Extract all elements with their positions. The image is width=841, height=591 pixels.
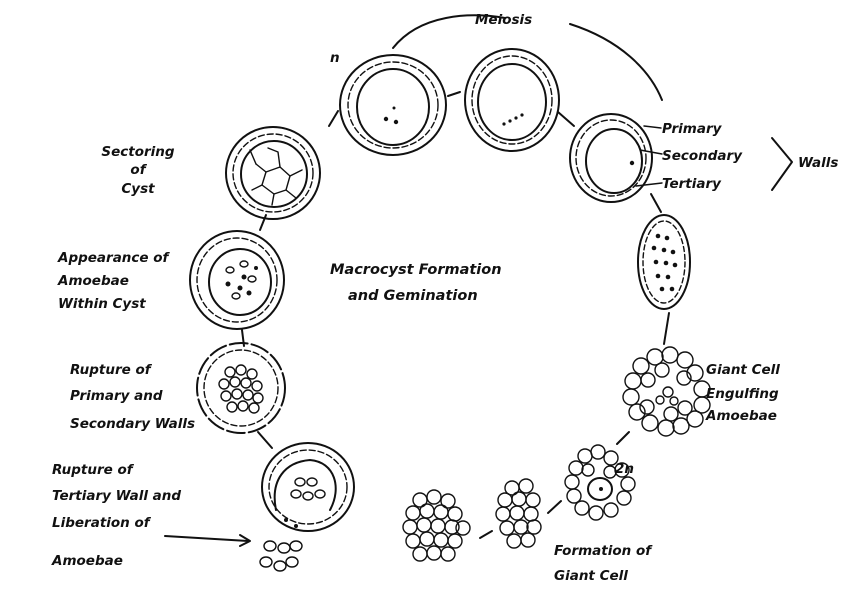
walls-label: Walls [798,155,838,171]
sectoring-label-2: of [130,162,147,178]
cell-haploid [340,55,446,155]
cells [190,49,710,571]
cell-walls [570,114,652,202]
liberated-amoebae [260,541,302,571]
walls-bracket [772,138,792,190]
rupture-walls-label-1: Rupture of [70,362,153,378]
cell-diploid-giant [565,445,635,520]
cell-appearance [190,231,284,329]
connector-11 [258,432,272,448]
connector-3 [651,194,661,212]
diploid-label: 2n [615,461,634,477]
liberation-arrow-line [165,536,248,541]
giant-cell-label-3: Amoebae [705,408,777,424]
connector-5 [617,432,629,444]
tertiary-wall-label: Tertiary [662,176,722,192]
rupture-walls-label-3: Secondary Walls [70,416,195,432]
primary-wall-label: Primary [662,121,723,137]
meiosis-label: Meiosis [475,12,532,28]
center-title-line-1: Macrocyst Formation [330,262,502,278]
haploid-label: n [330,50,340,66]
giant-cell-label-1: Giant Cell [706,362,780,378]
secondary-wall-label: Secondary [662,148,743,164]
connector-6 [548,501,561,513]
cell-amoebae-cluster [403,490,470,561]
rupture-tertiary-label-4: Amoebae [51,553,123,569]
meiosis-arc-right [570,24,662,100]
cell-rupture-tertiary [262,443,354,531]
cell-giant-engulfing [623,347,710,436]
cell-sectoring [226,127,320,219]
rupture-tertiary-label-3: Liberation of [52,515,152,531]
connector-8 [329,111,338,126]
cell-rupture-walls [197,343,285,433]
tertiary-leader [636,183,662,186]
giant-cell-label-2: Engulfing [706,386,779,402]
appearance-label-2: Amoebae [57,273,129,289]
connector-2 [558,112,574,126]
connector-1 [448,92,460,96]
cell-aggregate [496,479,541,548]
cell-dotted-oval [638,215,690,309]
rupture-tertiary-label-1: Rupture of [52,462,135,478]
connector-7 [480,531,492,538]
formation-label-1: Formation of [554,543,653,559]
formation-label-2: Giant Cell [554,568,628,584]
sectoring-label-1: Sectoring [101,144,175,160]
sectoring-label-3: Cyst [121,181,155,197]
primary-leader [644,126,661,128]
cell-meiosis [465,49,559,151]
rupture-tertiary-label-2: Tertiary Wall and [52,488,181,504]
rupture-walls-label-2: Primary and [70,388,163,404]
appearance-label-3: Within Cyst [58,296,146,312]
center-title-line-2: and Gemination [348,288,478,304]
appearance-label-1: Appearance of [57,250,171,266]
connector-4 [664,313,669,344]
